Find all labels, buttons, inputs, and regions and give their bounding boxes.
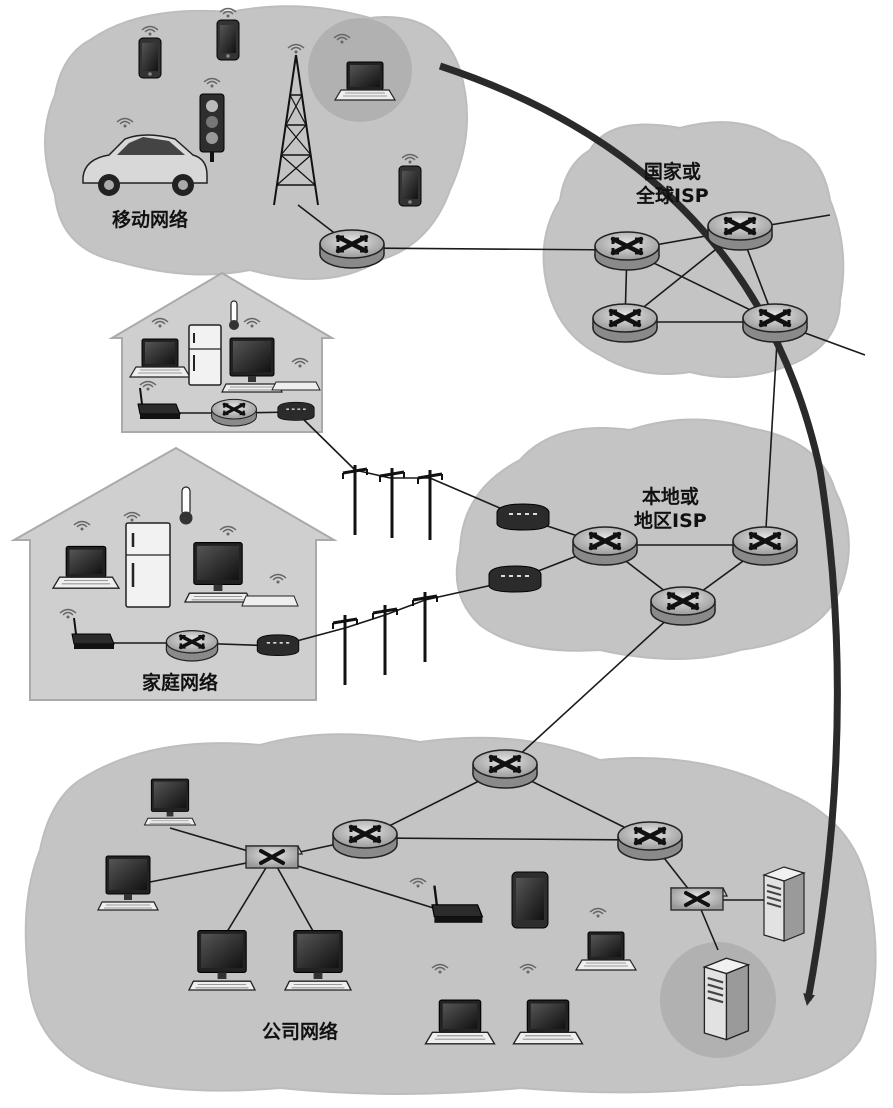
utility-pole-icon (416, 468, 444, 542)
desktop-icon (184, 541, 252, 603)
router-icon (595, 232, 659, 270)
global-isp-label: 国家或 全球ISP (636, 160, 709, 208)
router-icon (743, 304, 807, 342)
router-icon (210, 397, 258, 428)
modem-icon (488, 565, 542, 593)
traffic-light-icon (199, 93, 225, 162)
tablet-icon (511, 871, 549, 929)
utility-pole-icon (371, 603, 399, 677)
thermometer-icon (179, 486, 193, 525)
global-isp-label-line2: 全球ISP (636, 185, 709, 207)
router-icon (573, 527, 637, 565)
modem-icon (256, 633, 300, 657)
router-icon (333, 820, 397, 858)
desktop-icon (284, 929, 352, 991)
local-isp-label-line1: 本地或 (641, 486, 699, 508)
router-icon (651, 587, 715, 625)
utility-pole-icon (341, 463, 369, 537)
desktop-icon (97, 855, 159, 911)
switch-icon (244, 844, 304, 870)
router-icon (618, 822, 682, 860)
home-network-label: 家庭网络 (142, 672, 219, 694)
local-isp-cloud (455, 418, 850, 660)
router-icon (708, 212, 772, 250)
local-isp-label-line2: 地区ISP (634, 510, 707, 532)
router-icon (320, 230, 384, 268)
data-path-arrow (438, 62, 841, 1006)
server-icon (763, 866, 805, 942)
local-isp-label: 本地或 地区ISP (634, 485, 707, 533)
refrigerator-icon (125, 522, 171, 608)
keyboard-icon (271, 381, 321, 391)
mobile-network-label: 移动网络 (112, 209, 189, 231)
desktop-icon (188, 929, 256, 991)
switch-icon (669, 886, 729, 912)
thermometer-icon (229, 300, 239, 330)
keyboard-icon (241, 595, 299, 607)
smartphone-icon (216, 19, 240, 61)
modem-icon (496, 503, 550, 531)
router-icon (733, 527, 797, 565)
smartphone-icon (138, 37, 162, 79)
cell-tower-icon (273, 54, 319, 206)
house-2 (10, 446, 338, 701)
desktop-icon (143, 778, 197, 826)
car-icon (82, 134, 208, 196)
global-isp-label-line1: 国家或 (643, 161, 701, 183)
desktop-icon (221, 337, 283, 393)
router-icon (164, 628, 220, 663)
modem-icon (277, 401, 315, 422)
router-icon (473, 750, 537, 788)
enterprise-network-label: 公司网络 (262, 1021, 339, 1043)
refrigerator-icon (188, 324, 222, 386)
server-icon (703, 957, 750, 1041)
smartphone-icon (398, 165, 422, 207)
router-icon (593, 304, 657, 342)
